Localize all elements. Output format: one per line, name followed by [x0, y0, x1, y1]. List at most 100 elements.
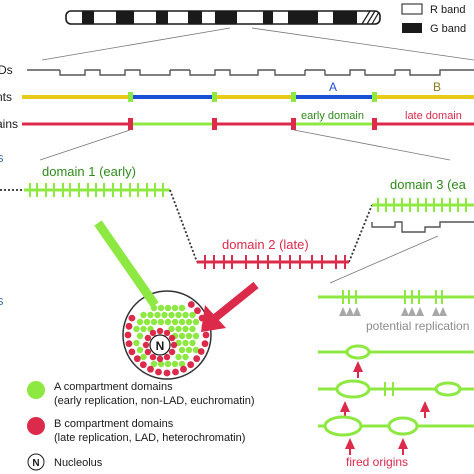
- b-domain-dot: [128, 348, 136, 356]
- b-domain-dot: [156, 355, 164, 363]
- b-domain-dot: [193, 355, 201, 363]
- g-band-swatch: [402, 23, 422, 33]
- domain-zoom-lines: [39, 129, 451, 161]
- b-domain-dot: [128, 314, 136, 322]
- a-domain-dot: [189, 339, 196, 347]
- g-band-label: G band: [430, 23, 466, 35]
- a-domain-dot: [140, 353, 147, 361]
- fired-origins-label: fired origins: [346, 455, 408, 469]
- green-arrow: [94, 220, 159, 308]
- b-domain-dot: [155, 368, 162, 376]
- potential-origin-arrow: [432, 307, 440, 316]
- a-domain-dot: [185, 318, 193, 326]
- b-domain-dot: [168, 348, 176, 356]
- a-domain-dot: [164, 318, 172, 326]
- b-domain-dot: [187, 301, 195, 308]
- a-domain-dot: [157, 360, 165, 368]
- b-domain-dot: [139, 361, 147, 369]
- domain-2: domain 2 (late): [197, 237, 349, 269]
- a-domain-dot: [192, 332, 200, 340]
- b-compartment-swatch: [27, 417, 45, 435]
- a-domain-dot: [164, 360, 172, 368]
- compartment-row: A B: [22, 80, 474, 102]
- b-domain-dot: [124, 331, 132, 339]
- compartment-a-label: A: [329, 80, 337, 94]
- legend-nucleolus: Nucleolus: [54, 457, 103, 469]
- tad-row: [27, 69, 474, 76]
- potential-origin-arrow: [346, 307, 354, 316]
- b-domain-dot: [194, 307, 201, 315]
- a-domain-dot: [157, 304, 165, 312]
- row-label-tads: Ds: [0, 63, 13, 77]
- b-domain-dot: [144, 348, 152, 356]
- a-domain-dot: [140, 325, 147, 333]
- a-domain-dot: [136, 346, 144, 354]
- r-band-swatch: [401, 3, 423, 15]
- a-domain-dot: [175, 325, 182, 333]
- potential-replication-label: potential replication: [366, 319, 469, 333]
- nucleolus-swatch: [27, 453, 45, 471]
- b-domain-dot: [163, 329, 171, 337]
- b-domain-dot: [197, 348, 205, 355]
- b-domain-dot: [149, 329, 157, 337]
- domain-1: domain 1 (early): [0, 164, 170, 197]
- early-domain-label: early domain: [301, 110, 364, 122]
- a-domain-dot: [175, 311, 182, 319]
- late-domain-label: late domain: [405, 110, 462, 122]
- row-label-compartments: nts: [0, 90, 12, 104]
- b-domain-dot: [202, 331, 210, 339]
- b-domain-dot: [170, 341, 178, 349]
- nucleus: N: [122, 290, 212, 380]
- a-domain-dot: [157, 318, 165, 326]
- a-domain-dot: [168, 311, 175, 319]
- b-domain-dot: [133, 355, 141, 363]
- band-legend: R band G band: [401, 3, 466, 35]
- red-arrow-head: [201, 305, 226, 332]
- a-domain-dot: [178, 304, 186, 312]
- a-domain-dot: [175, 353, 182, 361]
- b-domain-dot: [125, 340, 133, 348]
- b-domain-dot: [156, 327, 164, 335]
- potential-origin-arrow: [416, 307, 424, 316]
- domain-1-label: domain 1 (early): [42, 164, 136, 179]
- a-domain-dot: [150, 360, 158, 368]
- a-domain-dot: [192, 346, 200, 354]
- domain-connectors: [169, 189, 373, 263]
- a-domain-dot: [182, 325, 189, 333]
- domain-2-label: domain 2 (late): [222, 237, 309, 252]
- zoom-lines: [41, 27, 474, 61]
- row-label-domains: ains: [0, 117, 18, 131]
- nucleolus-center: [149, 334, 171, 356]
- nucleolus-swatch-symbol: N: [32, 458, 39, 469]
- a-domain-dot: [171, 304, 179, 312]
- b-domain-dot: [125, 322, 133, 330]
- red-arrow-shaft: [212, 281, 259, 322]
- a-domain-dot: [182, 353, 189, 361]
- legend-a-title: A compartment domains: [54, 381, 173, 393]
- bottom-legend: A compartment domains (early replication…: [27, 381, 255, 471]
- domain-3-label: domain 3 (ea: [390, 177, 467, 192]
- b-domain-dot: [201, 340, 209, 348]
- b-domain-dot: [163, 369, 171, 377]
- legend-a-detail: (early replication, non-LAD, euchromatin…: [54, 395, 255, 407]
- a-domain-dot: [143, 318, 151, 326]
- a-domain-dot: [136, 332, 144, 340]
- a-domain-dot: [185, 346, 193, 354]
- a-domain-dot: [189, 325, 196, 333]
- domain-row: early domain late domain: [22, 110, 474, 130]
- a-domain-dot: [147, 311, 154, 319]
- nucleolus-symbol: N: [156, 339, 165, 353]
- a-domain-dot: [178, 318, 186, 326]
- domain-3-tads: [371, 221, 474, 233]
- a-domain-dot: [133, 325, 140, 333]
- a-domain-dot: [178, 346, 186, 354]
- a-domain-dot: [140, 311, 147, 319]
- potential-origin-arrow: [339, 307, 347, 316]
- a-domain-dot: [154, 311, 161, 319]
- b-domain-dot: [144, 334, 152, 342]
- a-domain-dot: [178, 360, 186, 368]
- r-band-label: R band: [430, 4, 465, 16]
- legend-b-detail: (late replication, LAD, heterochromatin): [54, 432, 245, 444]
- b-domain-dot: [147, 365, 154, 373]
